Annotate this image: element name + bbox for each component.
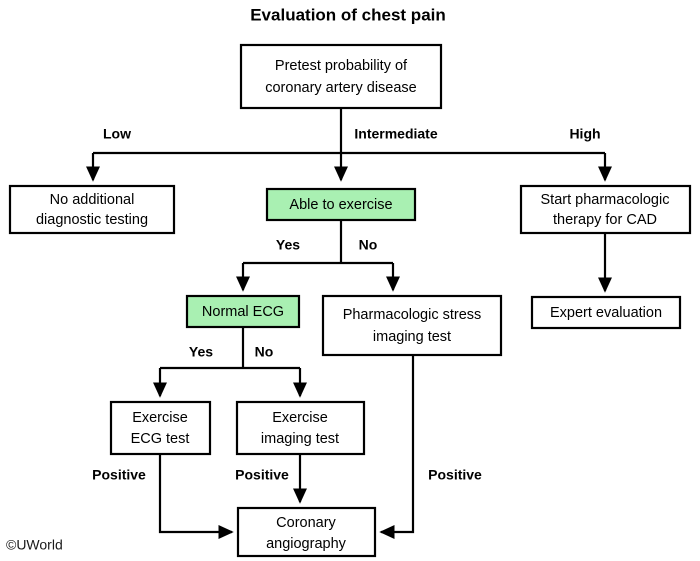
node-no-additional-testing-line2: diagnostic testing — [36, 212, 148, 228]
node-start-pharmacologic-therapy[interactable] — [519, 184, 692, 235]
edge-label-positive-right: Positive — [428, 467, 482, 483]
edge-label-positive-left: Positive — [92, 467, 146, 483]
node-pretest-probability-line2: coronary artery disease — [265, 80, 417, 96]
edge-label-high: High — [569, 126, 600, 142]
edge-label-intermediate: Intermediate — [354, 126, 437, 142]
node-coronary-angiography-line1: Coronary — [276, 515, 336, 531]
connector-exercise-ecg-to-angio — [158, 454, 234, 540]
node-expert-evaluation-label: Expert evaluation — [550, 305, 662, 321]
edge-label-exercise-yes: Yes — [276, 237, 300, 253]
node-expert-evaluation[interactable] — [530, 295, 682, 330]
node-normal-ecg[interactable] — [185, 294, 301, 329]
node-pharmacologic-stress-imaging[interactable] — [321, 294, 503, 357]
node-pharmacologic-stress-imaging-line2: imaging test — [373, 329, 451, 345]
node-normal-ecg-label: Normal ECG — [202, 304, 284, 320]
node-exercise-ecg-test[interactable] — [109, 400, 212, 456]
node-coronary-angiography[interactable] — [236, 506, 377, 558]
node-exercise-imaging-test[interactable] — [235, 400, 366, 456]
node-exercise-imaging-test-line1: Exercise — [272, 410, 328, 426]
node-exercise-ecg-test-line1: Exercise — [132, 410, 188, 426]
node-exercise-ecg-test-line2: ECG test — [131, 431, 190, 447]
edge-label-ecg-no: No — [255, 344, 274, 360]
node-pretest-probability-line1: Pretest probability of — [275, 58, 408, 74]
edge-label-exercise-no: No — [359, 237, 378, 253]
edge-label-positive-middle: Positive — [235, 467, 289, 483]
node-coronary-angiography-line2: angiography — [266, 536, 347, 552]
uworld-watermark: ©UWorld — [6, 537, 63, 553]
node-able-to-exercise[interactable] — [265, 187, 417, 222]
node-start-pharmacologic-therapy-line2: therapy for CAD — [553, 212, 657, 228]
node-start-pharmacologic-therapy-line1: Start pharmacologic — [541, 192, 670, 208]
edge-label-ecg-yes: Yes — [189, 344, 213, 360]
edge-label-low: Low — [103, 126, 131, 142]
node-no-additional-testing-line1: No additional — [50, 192, 135, 208]
node-no-additional-testing[interactable] — [8, 184, 176, 235]
chart-title: Evaluation of chest pain — [250, 5, 446, 24]
node-exercise-imaging-test-line2: imaging test — [261, 431, 339, 447]
node-able-to-exercise-label: Able to exercise — [289, 197, 392, 213]
connector-pharm-stress-to-angio — [379, 355, 415, 540]
node-pretest-probability[interactable] — [239, 43, 443, 110]
node-pharmacologic-stress-imaging-line1: Pharmacologic stress — [343, 307, 482, 323]
